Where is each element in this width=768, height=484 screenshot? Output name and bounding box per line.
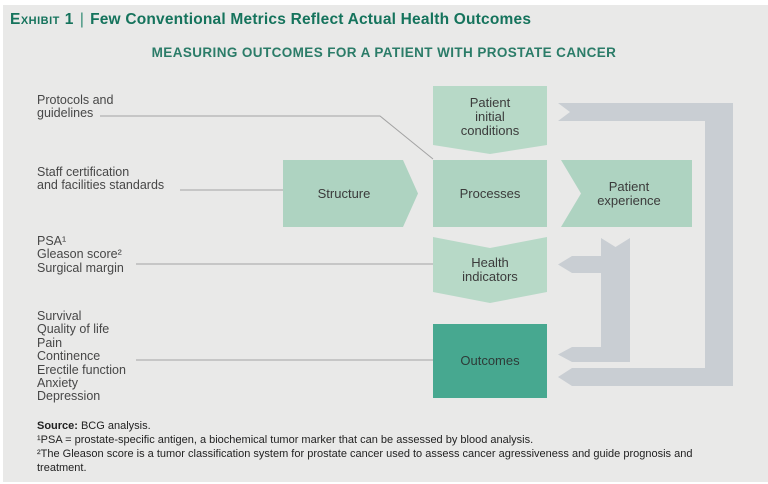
exhibit-canvas [3,5,768,482]
box-patient-initial-conditions [433,86,547,154]
source-line: Source:BCG analysis. [37,419,709,433]
footer: Source:BCG analysis. ¹PSA = prostate-spe… [37,419,709,475]
side-label-staff-certification: Staff certification and facilities stand… [37,165,165,193]
source-text: BCG analysis. [80,420,151,432]
chart-subtitle: MEASURING OUTCOMES FOR A PATIENT WITH PR… [151,45,617,60]
label-structure: Structure [317,185,371,201]
exhibit-title: Few Conventional Metrics Reflect Actual … [90,11,532,28]
label-processes: Processes [459,185,521,201]
box-outcomes [433,324,547,398]
band-experience-to-indicators-and-outcomes [558,238,630,362]
box-structure [283,160,418,227]
side-label-protocols-guidelines: Protocols and guidelines [37,93,114,121]
label-health-indicators: Health indicators [462,255,518,284]
source-label: Source: [37,420,78,432]
side-label-outcome-metrics: Survival Quality of life Pain Continence… [37,309,126,404]
label-patient-initial-conditions: Patient initial conditions [460,95,520,138]
label-outcomes: Outcomes [460,353,520,369]
connector-protocols-to-processes [100,115,434,160]
footnote-gleason: ²The Gleason score is a tumor classifica… [37,448,693,474]
side-label-clinical-metrics: PSA¹ Gleason score² Surgical margin [37,234,124,275]
box-health-indicators [433,237,547,303]
box-patient-experience [561,160,692,227]
header-separator: | [79,11,85,28]
exhibit-number: Exhibit 1 [10,11,74,28]
band-initial-conditions-to-outcomes [558,103,733,386]
exhibit-header: Exhibit 1 | Few Conventional Metrics Refle… [10,11,531,29]
box-processes [433,160,547,227]
footnote-psa: ¹PSA = prostate-specific antigen, a bioc… [37,434,534,446]
label-patient-experience: Patient experience [597,178,661,208]
